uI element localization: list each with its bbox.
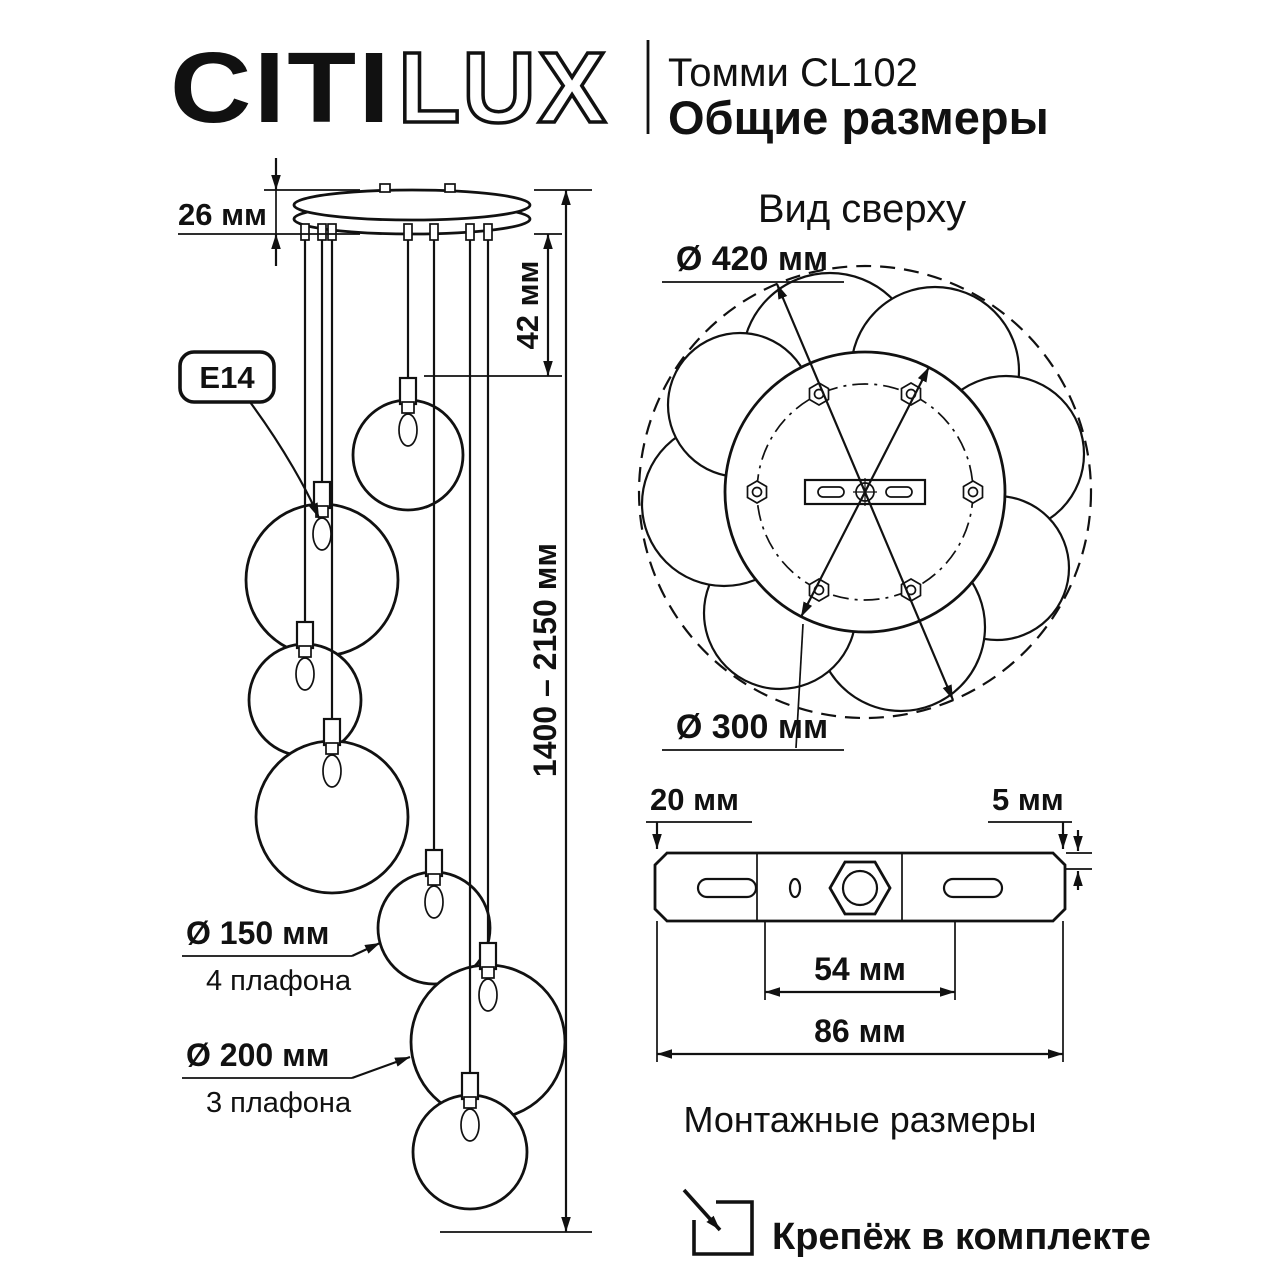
leader-line (795, 623, 804, 749)
hardware-note: Крепёж в комплекте (772, 1216, 1151, 1258)
small-shade-diameter: Ø 150 мм (186, 915, 329, 951)
mounting-bracket-view: 20 мм 5 мм 54 мм 86 мм Мон (646, 782, 1092, 1140)
dim-bracket-width: 20 мм (646, 782, 752, 849)
leader-arrow (249, 401, 321, 519)
overall-diameter-circle (637, 264, 1093, 720)
socket-badge (178, 350, 276, 404)
dim-range-label: 1400 – 2150 мм (527, 543, 563, 777)
dim-86-label: 86 мм (814, 1013, 906, 1049)
ceiling-canopy (292, 183, 532, 241)
mounting-caption: Монтажные размеры (683, 1099, 1036, 1140)
socket-callout: E14 (178, 350, 321, 519)
brand-logo-solid: CITI (170, 32, 392, 144)
label-small-shades: Ø 150 мм 4 плафона (182, 915, 381, 997)
cord-grip (327, 223, 337, 241)
page-title: Общие размеры (668, 91, 1049, 144)
leader-arrow (351, 942, 381, 957)
dim-canopy-height: 26 мм (178, 158, 360, 266)
cord-grip (317, 223, 327, 241)
cord-grip (465, 223, 475, 241)
bracket-hole (788, 877, 802, 899)
label-large-shades: Ø 200 мм 3 плафона (182, 1037, 411, 1119)
cord-grip (403, 223, 413, 241)
product-model: Томми CL102 (668, 51, 918, 95)
canopy-screw (379, 183, 391, 193)
canopy-screw (444, 183, 456, 193)
suspension-cords (303, 240, 490, 1073)
footer: Крепёж в комплекте (682, 1188, 1151, 1258)
dim-bracket-thickness: 5 мм (988, 782, 1092, 890)
cord-grip (429, 223, 439, 241)
dim-hole-spacing: 54 мм (764, 921, 956, 1000)
dim-canopy-height-label: 26 мм (178, 197, 267, 232)
bracket-slot-right (942, 877, 1004, 899)
dim-canopy-offset-label: 42 мм (510, 261, 545, 350)
dim-20-label: 20 мм (650, 782, 739, 817)
dim-5-label: 5 мм (992, 782, 1064, 817)
top-view: Вид сверху (637, 187, 1093, 751)
overall-diameter-label: Ø 420 мм (676, 240, 828, 278)
header: CITI LUX Томми CL102 Общие размеры (170, 30, 1049, 146)
canopy-diameter-label: Ø 300 мм (676, 708, 828, 746)
dim-54-label: 54 мм (814, 951, 906, 987)
small-shade-count: 4 плафона (206, 965, 352, 997)
cord-grip (483, 223, 493, 241)
canopy-diameter-arrow (800, 366, 930, 618)
brand-logo-outline: LUX (398, 32, 608, 144)
top-view-title: Вид сверху (758, 187, 966, 231)
large-shade-count: 3 плафона (206, 1087, 352, 1119)
cord-grip (300, 223, 310, 241)
hardware-included-icon (682, 1188, 754, 1256)
dim-bracket-length: 86 мм (656, 921, 1064, 1062)
socket-label: E14 (199, 360, 255, 395)
dim-suspension-range: 1400 – 2150 мм (440, 189, 592, 1233)
side-view: 26 мм 42 мм 1400 – 2150 мм E14 Ø 150 мм (178, 158, 592, 1233)
bulbs (295, 401, 498, 1142)
dim-canopy-offset: 42 мм (424, 233, 562, 377)
large-shade-diameter: Ø 200 мм (186, 1037, 329, 1073)
bracket-slot-left (696, 877, 758, 899)
leader-arrow (351, 1055, 411, 1080)
